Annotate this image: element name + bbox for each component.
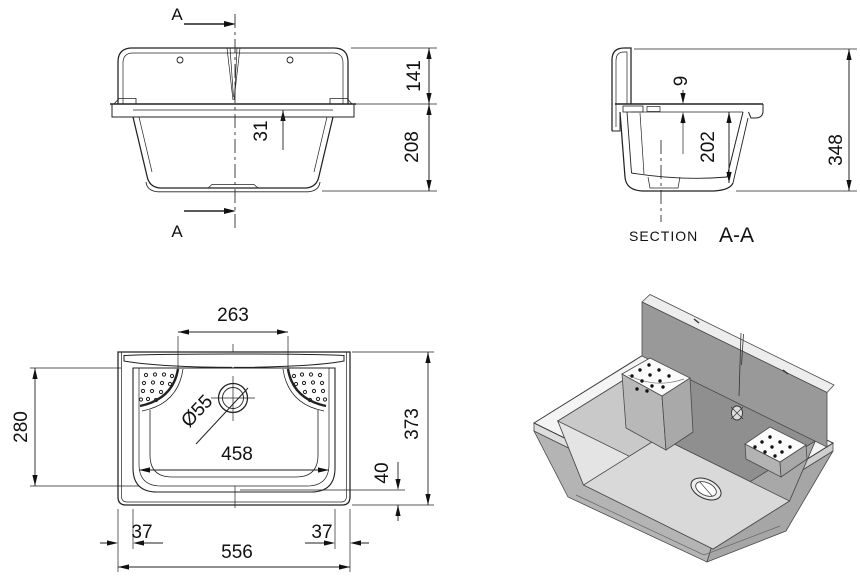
- front-rim: [110, 98, 356, 118]
- iso-soap-dish-right-dots: [753, 435, 792, 458]
- dim-center-span: 263: [217, 305, 249, 326]
- drain-leader-line: [195, 387, 249, 445]
- dim-rim-lip: 9: [671, 76, 692, 87]
- soap-dish-right-dots: [291, 372, 328, 403]
- front-backsplash-outline: [117, 47, 349, 104]
- top-outline: [117, 344, 351, 508]
- iso-drain: [690, 477, 722, 501]
- dim-202: 202: [698, 112, 732, 183]
- section-title-reference: A-A: [719, 224, 754, 247]
- dim-263: 263: [177, 305, 289, 371]
- section-label-top: A: [171, 5, 183, 24]
- dim-inner-width: 458: [221, 444, 253, 465]
- dim-basin-height: 208: [402, 131, 423, 163]
- top-view: Ø55 458 263 280: [11, 305, 434, 572]
- dim-37-right: 37: [305, 509, 369, 572]
- dim-40: 40: [240, 462, 405, 521]
- iso-faucet-scoreline: [738, 332, 744, 397]
- dim-front-wall: 40: [372, 462, 393, 483]
- section-view: 9 202 348 SECTION A-A: [611, 47, 857, 247]
- drain-top-view: Ø55: [177, 376, 255, 445]
- dim-inner-depth: 202: [698, 131, 719, 163]
- isometric-view: [532, 294, 835, 563]
- dim-458: 458: [139, 444, 329, 473]
- dim-overall-depth: 373: [402, 408, 423, 440]
- dim-141-208: 141 208: [322, 47, 437, 192]
- iso-soap-dish-right: [744, 426, 808, 478]
- section-profile: [611, 47, 764, 222]
- soap-dish-left: [138, 368, 184, 412]
- iso-soap-dish-left: [621, 357, 694, 451]
- faucet-notch-top: [227, 355, 239, 369]
- dim-overall-height: 348: [826, 134, 847, 166]
- soap-dish-left-dots: [138, 372, 175, 403]
- soap-dish-right: [282, 368, 328, 412]
- dim-37-left: 37: [100, 509, 163, 572]
- mounting-hole-left: [176, 56, 184, 64]
- dim-348: 348: [634, 48, 857, 192]
- iso-faucet-knockout: [730, 405, 744, 421]
- dim-overall-width: 556: [221, 542, 253, 563]
- section-label-bottom: A: [171, 222, 183, 241]
- section-cutting-line: A A: [171, 5, 236, 241]
- dim-right-wall: 37: [311, 522, 332, 543]
- iso-mounting-marks: [693, 318, 789, 375]
- dim-inner-depth-top: 280: [11, 411, 32, 443]
- iso-backsplash: [641, 294, 835, 448]
- dim-373: 373: [352, 351, 434, 506]
- backsplash-top-band: [123, 353, 345, 368]
- iso-soap-dish-left-dots: [630, 363, 671, 393]
- dim-280: 280: [11, 367, 139, 487]
- dim-drain-diameter: Ø55: [177, 391, 217, 432]
- dim-556: 556: [118, 542, 350, 570]
- front-basin: [132, 116, 334, 193]
- dim-rim-height: 31: [251, 120, 272, 141]
- mounting-hole-right: [286, 56, 294, 64]
- dim-backsplash-height: 141: [404, 60, 425, 92]
- section-title: SECTION A-A: [629, 224, 754, 247]
- dim-9: 9: [671, 76, 692, 154]
- dim-31: 31: [251, 110, 286, 150]
- section-title-word: SECTION: [629, 228, 698, 244]
- front-view: A A 141 208 31: [110, 5, 437, 241]
- dim-left-wall: 37: [131, 522, 152, 543]
- faucet-notch: [226, 47, 241, 101]
